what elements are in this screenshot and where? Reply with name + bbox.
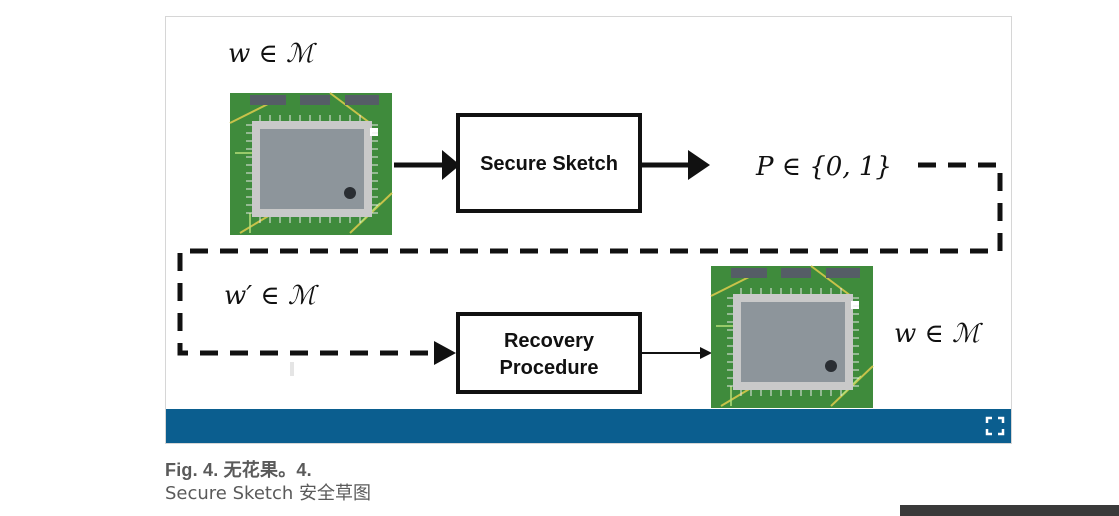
math-w-in-M-top: w ∈ ℳ <box>228 39 317 69</box>
caption-title: Fig. 4. 无花果。4. <box>165 460 312 480</box>
faint-mark <box>290 362 294 376</box>
arrow-recovery-to-chip <box>640 347 712 359</box>
math-w-in-M-output: w ∈ ℳ <box>894 319 983 349</box>
microchip-image-input <box>229 92 393 236</box>
dashed-helper-path <box>177 162 1003 356</box>
figure-container: w ∈ ℳ Secure Sketch P ∈ {0, 1} <box>165 16 1012 444</box>
math-w-prime-in-M: w′ ∈ ℳ <box>224 281 319 311</box>
arrow-chip-to-sketch <box>394 150 460 180</box>
recovery-label-line2: Procedure <box>500 357 599 379</box>
caption-subtitle: Secure Sketch 安全草图 <box>165 483 371 504</box>
math-p-in-set: P ∈ {0, 1} <box>755 152 892 182</box>
expand-icon[interactable] <box>985 416 1005 436</box>
recovery-label-line1: Recovery <box>504 330 595 352</box>
recovery-procedure-box: Recovery Procedure <box>456 312 642 394</box>
secure-sketch-diagram: w ∈ ℳ Secure Sketch P ∈ {0, 1} <box>166 17 1011 410</box>
dashed-arrowhead <box>434 341 456 365</box>
arrow-sketch-to-p <box>640 150 710 180</box>
figure-toolbar <box>166 409 1011 443</box>
microchip-image-output <box>710 265 874 409</box>
figure-caption: Fig. 4. 无花果。4. Secure Sketch 安全草图 <box>165 458 865 506</box>
secure-sketch-label: Secure Sketch <box>480 153 618 175</box>
secure-sketch-box: Secure Sketch <box>456 113 642 213</box>
overlay-bar <box>900 505 1119 516</box>
